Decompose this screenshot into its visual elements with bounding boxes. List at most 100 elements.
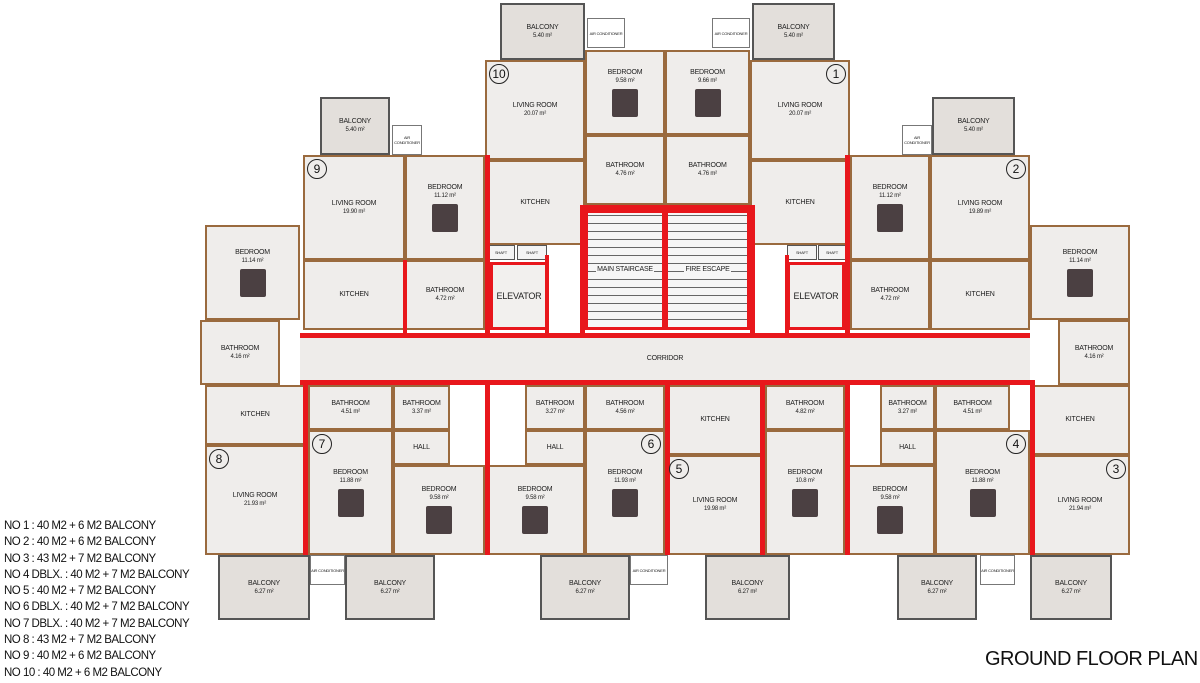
room-area: 6.27 m² xyxy=(927,588,947,595)
room-area: 3.27 m² xyxy=(545,408,565,415)
hall-hall6: HALL xyxy=(525,430,585,465)
room-label: BATHROOM xyxy=(1074,344,1114,352)
unit-number-badge: 6 xyxy=(641,434,661,454)
hall-hall7: HALL xyxy=(393,430,450,465)
room-area: 4.16 m² xyxy=(1084,353,1104,360)
fire-wall xyxy=(303,380,308,555)
room-area: 21.94 m² xyxy=(1068,506,1092,512)
room-area: 11.88 m² xyxy=(971,477,994,484)
room-label: BEDROOM xyxy=(965,468,1000,476)
fire-wall xyxy=(580,205,585,335)
room-area: 4.16 m² xyxy=(230,353,250,360)
room-area: 9.58 m² xyxy=(880,495,900,501)
unit-number-badge: 7 xyxy=(312,434,332,454)
room-label: ELEVATOR xyxy=(496,291,542,301)
room-label: BALCONY xyxy=(731,579,764,587)
room-label: BEDROOM xyxy=(872,183,908,191)
room-label: SHAFT xyxy=(525,249,539,255)
room-area: 3.37 m² xyxy=(412,408,431,415)
room-label: AIR CONDITIONER xyxy=(904,135,930,145)
room-area: 19.98 m² xyxy=(703,506,727,512)
room-label: SHAFT xyxy=(795,249,809,255)
room-area: 11.93 m² xyxy=(614,477,636,484)
room-label: LIVING ROOM xyxy=(692,497,738,504)
room-label: BALCONY xyxy=(777,23,810,31)
air-conditioner-ac9: AIR CONDITIONER xyxy=(392,125,422,155)
unit-number-badge: 3 xyxy=(1106,459,1126,479)
room-area: 9.66 m² xyxy=(698,77,717,84)
room-area: 6.27 m² xyxy=(254,588,274,595)
kitchen-k10: KITCHEN xyxy=(485,160,585,245)
room-area: 4.82 m² xyxy=(795,408,815,415)
unit-number-badge: 10 xyxy=(489,64,509,84)
room-label: FIRE ESCAPE xyxy=(684,265,731,275)
room-area: 4.56 m² xyxy=(615,408,635,415)
fire-wall xyxy=(580,205,755,210)
bedroom-bd4b: BEDROOM 9.58 m² xyxy=(845,465,935,555)
room-label: BATHROOM xyxy=(785,399,825,407)
room-area: 5.40 m² xyxy=(533,32,552,39)
staircase-stair: MAIN STAIRCASE xyxy=(585,210,665,330)
room-label: BALCONY xyxy=(247,579,281,587)
room-label: BEDROOM xyxy=(517,486,553,493)
room-label: BEDROOM xyxy=(872,486,908,493)
room-label: BATHROOM xyxy=(605,399,645,407)
room-area: 4.51 m² xyxy=(963,408,982,415)
air-conditioner-ac1: AIR CONDITIONER xyxy=(712,18,750,48)
legend-item: NO 6 DBLX. : 40 M2 + 7 M2 BALCONY xyxy=(4,601,190,614)
room-area: 6.27 m² xyxy=(738,588,757,595)
kitchen-k9: KITCHEN xyxy=(303,260,405,330)
room-label: KITCHEN xyxy=(785,198,815,206)
fire-wall xyxy=(545,255,549,335)
room-label: BEDROOM xyxy=(421,486,457,493)
room-label: SHAFT xyxy=(825,249,839,255)
room-label: BATHROOM xyxy=(605,162,645,169)
room-label: LIVING ROOM xyxy=(1057,497,1103,504)
bed-icon xyxy=(432,203,458,232)
legend-item: NO 1 : 40 M2 + 6 M2 BALCONY xyxy=(4,520,156,532)
air-conditioner-ac10: AIR CONDITIONER xyxy=(587,18,625,48)
elevator-el2: ELEVATOR xyxy=(787,262,845,330)
legend-item: NO 2 : 40 M2 + 6 M2 BALCONY xyxy=(4,536,156,549)
bed-icon xyxy=(877,506,903,534)
bed-icon xyxy=(877,203,903,232)
room-label: HALL xyxy=(899,443,916,451)
room-label: BATHROOM xyxy=(402,399,441,407)
unit-number-badge: 5 xyxy=(669,459,689,479)
bed-icon xyxy=(612,88,638,117)
shaft-sh1: SHAFT xyxy=(487,245,515,260)
air-conditioner-ac8: AIR CONDITIONER xyxy=(310,555,345,585)
fire-wall xyxy=(760,380,765,555)
room-area: 5.40 m² xyxy=(964,127,983,133)
room-label: HALL xyxy=(546,443,564,451)
room-area: 6.27 m² xyxy=(1061,588,1081,595)
room-label: BATHROOM xyxy=(953,399,992,407)
legend-item: NO 7 DBLX. : 40 M2 + 7 M2 BALCONY xyxy=(4,617,190,630)
fire-wall xyxy=(300,333,1030,338)
room-area: 11.88 m² xyxy=(339,477,362,484)
room-label: AIR CONDITIONER xyxy=(589,30,623,36)
room-label: BEDROOM xyxy=(690,68,725,76)
room-label: BALCONY xyxy=(568,579,602,587)
room-label: BEDROOM xyxy=(1062,248,1098,256)
room-label: LIVING ROOM xyxy=(232,492,278,499)
room-area: 5.40 m² xyxy=(784,32,803,39)
room-label: BALCONY xyxy=(338,118,372,125)
bed-icon xyxy=(792,488,818,517)
